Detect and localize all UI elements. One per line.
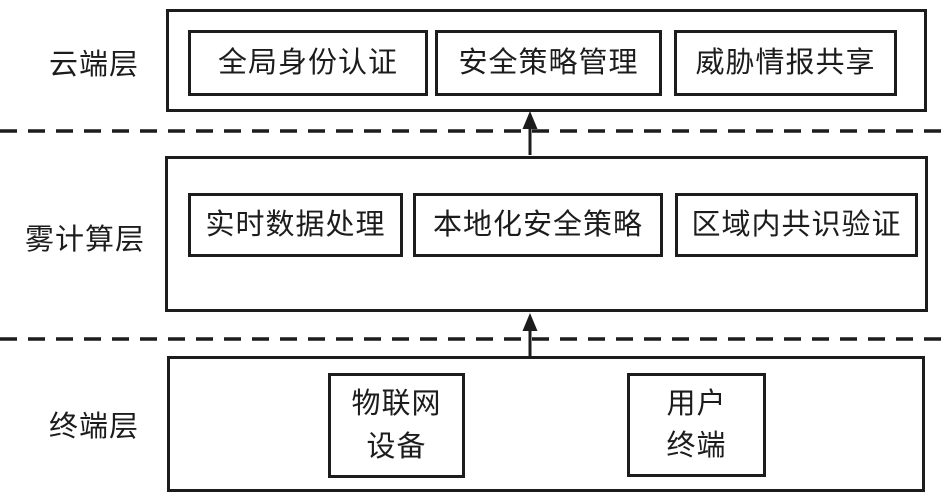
layer-label-terminal: 终端层 [48,411,139,443]
box-security-policy-management: 安全策略管理 [435,30,662,96]
box-regional-consensus-verification: 区域内共识验证 [675,193,918,257]
box-global-identity-authentication: 全局身份认证 [188,30,428,96]
box-realtime-data-processing: 实时数据处理 [188,193,403,257]
box-threat-intelligence-sharing: 威胁情报共享 [674,30,897,96]
terminal-layer-container: 物联网 设备 用户 终端 [167,356,925,492]
cloud-layer-container: 全局身份认证 安全策略管理 威胁情报共享 [166,9,927,112]
layer-label-cloud: 云端层 [48,49,139,81]
layer-label-fog: 雾计算层 [24,224,145,256]
fog-layer-container: 实时数据处理 本地化安全策略 区域内共识验证 [165,156,928,312]
arrow-fog-to-cloud-icon [522,111,538,155]
box-user-terminals: 用户 终端 [627,373,766,477]
arrow-terminal-to-fog-icon [522,313,538,356]
box-iot-devices: 物联网 设备 [328,373,465,478]
box-localized-security-policy: 本地化安全策略 [413,193,663,257]
